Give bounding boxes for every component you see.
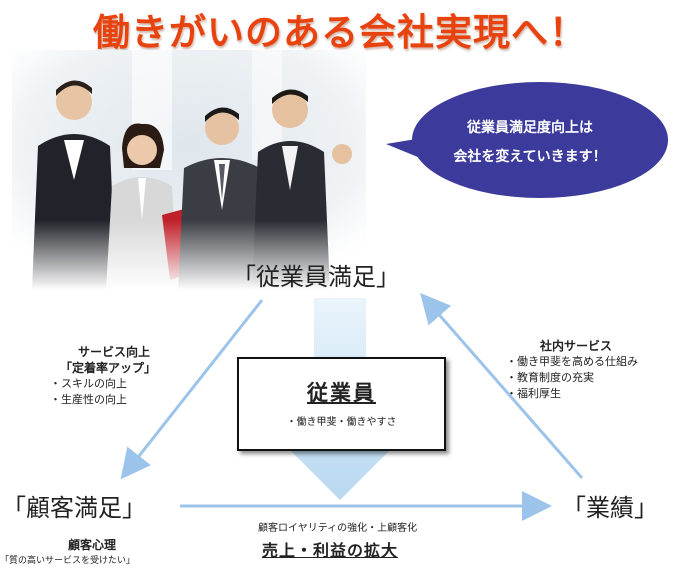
right-bullet: ・教育制度の充実 (506, 371, 594, 384)
customer-psychology-title: 顧客心理 (68, 538, 117, 552)
sales-profit-text: 売上・利益の拡大 (262, 541, 399, 560)
service-improvement-label: サービス向上 「定着率アップ」 ・スキルの向上 ・生産性の向上 (50, 344, 156, 408)
customer-psychology-subtitle: 「質の高いサービスを受けたい」 (0, 556, 136, 566)
right-bullet: ・福利厚生 (506, 387, 561, 400)
left-label-subheading: 「定着率アップ」 (60, 361, 157, 375)
bubble-line-1: 従業員満足度向上は (467, 120, 593, 136)
arrow-right-to-top (420, 292, 584, 479)
left-label-heading: サービス向上 (78, 345, 151, 359)
speech-bubble-text: 従業員満足度向上は 会社を変えていきます！ (400, 114, 660, 172)
node-customer-satisfaction: 「顧客満足」 (2, 494, 146, 522)
internal-service-label: 社内サービス ・働き甲斐を高める仕組み ・教育制度の充実 ・福利厚生 (506, 338, 638, 402)
right-bullet: ・働き甲斐を高める仕組み (506, 355, 638, 368)
node-employee-satisfaction: 「従業員満足」 (232, 263, 400, 291)
node-performance: 「業績」 (562, 494, 658, 522)
left-bullet: ・スキルの向上 (50, 377, 127, 390)
left-bullet: ・生産性の向上 (50, 393, 127, 406)
center-employee-box: 従業員 ・働き甲斐・働きやすさ (237, 357, 446, 451)
bubble-line-2: 会社を変えていきます！ (453, 149, 607, 165)
center-subtitle: ・働き甲斐・働きやすさ (286, 417, 397, 428)
arrow-top-to-left (120, 299, 264, 480)
right-label-heading: 社内サービス (540, 339, 613, 353)
center-title: 従業員 (307, 381, 376, 405)
loyalty-text: 顧客ロイヤリティの強化・上顧客化 (258, 523, 418, 534)
business-team-photo (12, 50, 366, 290)
headline: 働きがいのある会社実現へ！ (93, 11, 587, 54)
speech-bubble (386, 82, 668, 198)
